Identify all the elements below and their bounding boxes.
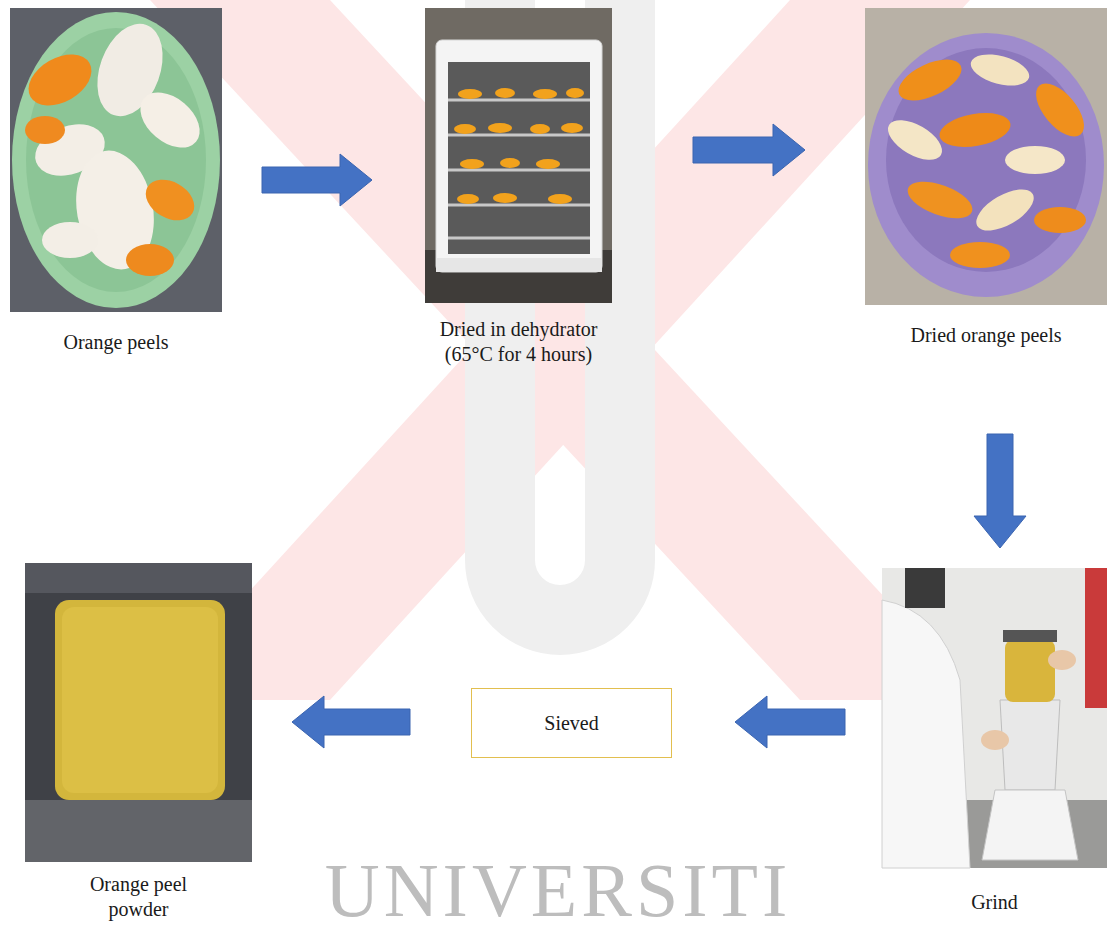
watermark-logo xyxy=(150,0,980,700)
watermark-text: UNIVERSITI xyxy=(325,852,791,928)
photo-area xyxy=(10,8,222,312)
block-arrow xyxy=(262,154,372,206)
step-text: Sieved xyxy=(544,712,598,735)
photo-step: Dried in dehydrator (65°C for 4 hours) xyxy=(425,8,612,367)
block-arrow xyxy=(974,434,1026,548)
powder-photo xyxy=(25,563,252,862)
photo-area xyxy=(882,568,1107,868)
dried-peels-photo xyxy=(865,8,1107,305)
block-arrow xyxy=(292,696,410,748)
step-caption: Orange peel powder xyxy=(74,872,204,922)
step-caption: Orange peels xyxy=(10,330,222,355)
photo-step: Orange peel powder xyxy=(25,563,252,922)
photo-step: Dried orange peels xyxy=(865,8,1107,348)
process-box: Sieved xyxy=(471,688,672,758)
blender-photo xyxy=(882,568,1107,868)
photo-area xyxy=(425,8,612,303)
dehydrator-photo xyxy=(425,8,612,303)
orange-peels-photo xyxy=(10,8,222,312)
block-arrow xyxy=(735,696,845,748)
photo-area xyxy=(25,563,252,862)
photo-area xyxy=(865,8,1107,305)
step-caption: Grind xyxy=(882,890,1107,915)
step-caption: Dried orange peels xyxy=(865,323,1107,348)
photo-step: Grind xyxy=(882,568,1107,915)
photo-step: Orange peels xyxy=(10,8,222,355)
step-caption: Dried in dehydrator (65°C for 4 hours) xyxy=(431,317,606,367)
block-arrow xyxy=(693,124,805,176)
